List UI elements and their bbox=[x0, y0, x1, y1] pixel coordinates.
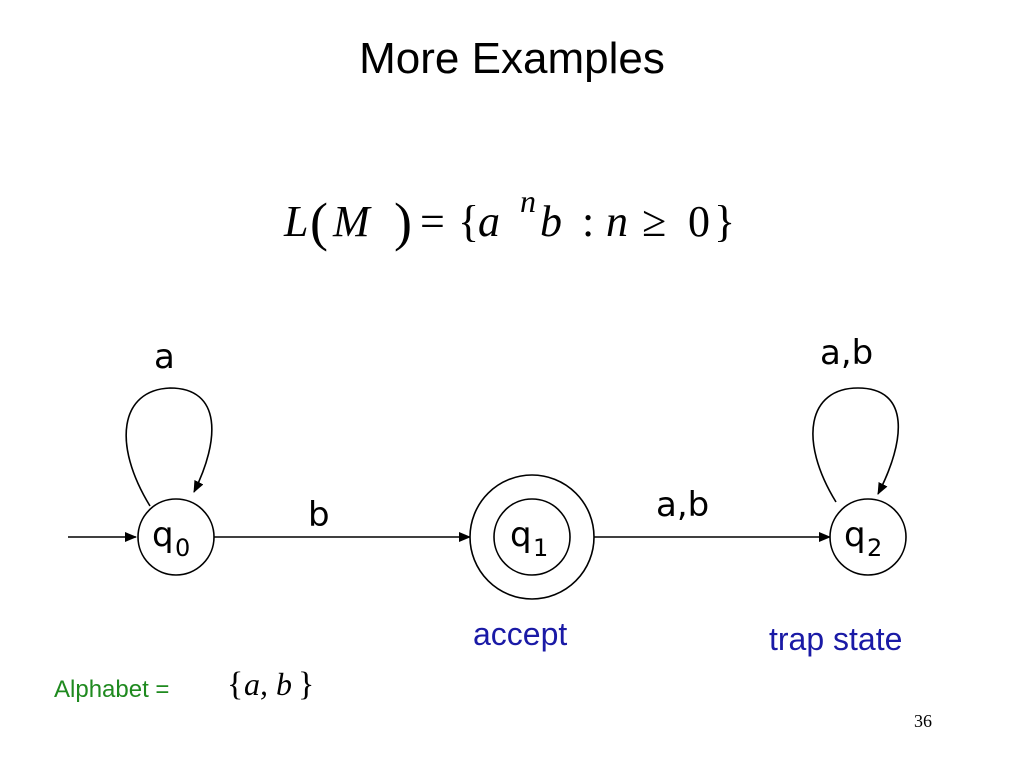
edge-q1-q2-label: a,b bbox=[656, 485, 709, 525]
state-q0-subscript: 0 bbox=[175, 534, 190, 562]
state-q2-subscript: 2 bbox=[867, 534, 882, 562]
formula-zero: 0 bbox=[688, 197, 710, 246]
state-q1-subscript: 1 bbox=[533, 534, 548, 562]
slide-title: More Examples bbox=[359, 34, 665, 83]
formula-colon: : bbox=[582, 197, 594, 246]
formula-M: M bbox=[332, 197, 372, 246]
formula-close-paren: ) bbox=[394, 192, 412, 252]
edge-q0-q1-label: b bbox=[308, 495, 330, 535]
loop-q2-label: a,b bbox=[820, 333, 873, 373]
alphabet-close-brace: } bbox=[298, 666, 314, 703]
state-q1 bbox=[493, 498, 571, 576]
formula-b: b bbox=[540, 197, 562, 246]
state-q1-name: q bbox=[510, 515, 532, 555]
loop-q0-edge bbox=[125, 387, 213, 507]
loop-q2-edge bbox=[812, 387, 900, 503]
state-q2-label: q 2 bbox=[844, 515, 882, 562]
page-number: 36 bbox=[914, 711, 932, 731]
state-q1-label: q 1 bbox=[510, 515, 548, 562]
formula-close-brace: } bbox=[714, 197, 735, 246]
accept-annotation: accept bbox=[473, 616, 567, 652]
state-q0-name: q bbox=[152, 515, 174, 555]
formula-equals: = bbox=[420, 197, 445, 246]
formula-exponent-n: n bbox=[520, 183, 536, 219]
alphabet-set: a, b bbox=[244, 666, 292, 702]
alphabet-open-brace: { bbox=[227, 666, 243, 703]
formula-open-paren: ( bbox=[310, 192, 328, 252]
state-q0-label: q 0 bbox=[152, 515, 190, 562]
state-q2-name: q bbox=[844, 515, 866, 555]
formula-open-brace: { bbox=[458, 197, 479, 246]
formula-geq: ≥ bbox=[642, 197, 666, 246]
formula-L: L bbox=[283, 197, 308, 246]
alphabet-label: Alphabet = bbox=[54, 676, 169, 703]
alphabet-definition: Alphabet = { a, b } bbox=[54, 666, 314, 703]
trap-state-annotation: trap state bbox=[769, 621, 902, 657]
language-formula: L ( M ) = { a n b : n ≥ 0 } bbox=[283, 183, 735, 252]
formula-a: a bbox=[478, 197, 500, 246]
formula-n: n bbox=[606, 197, 628, 246]
loop-q0-label: a bbox=[154, 337, 175, 377]
state-q2 bbox=[829, 498, 907, 576]
